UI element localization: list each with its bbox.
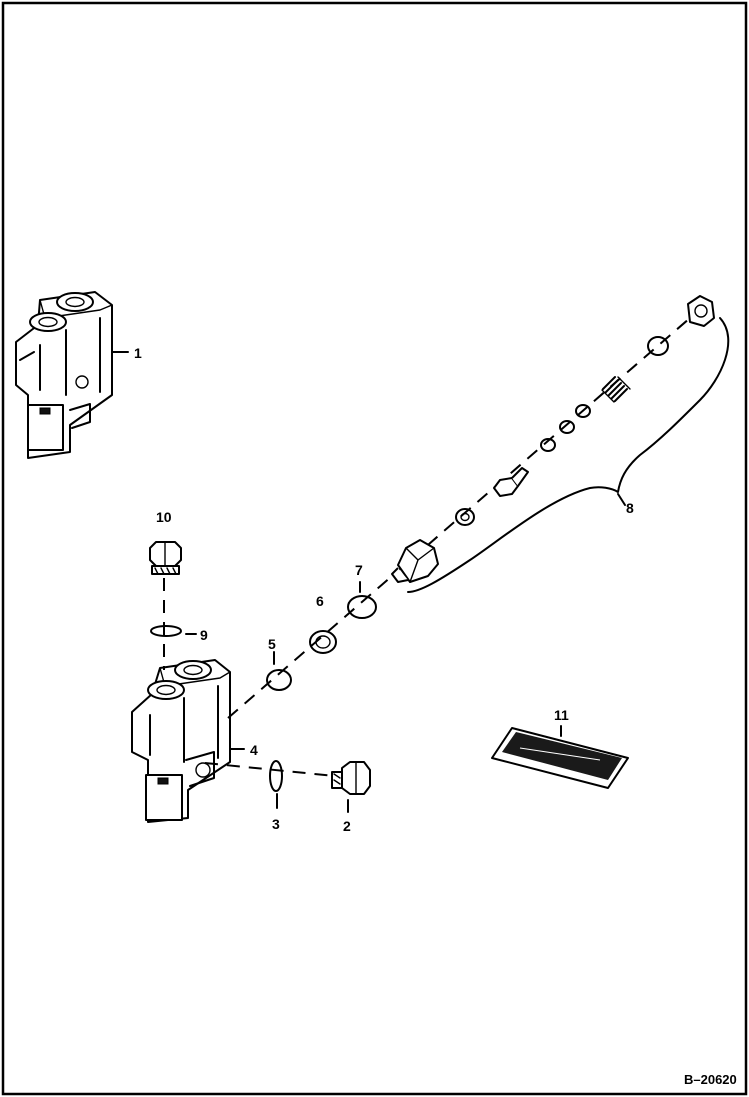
callout-5: 5 bbox=[268, 636, 276, 652]
part-5-o-ring bbox=[266, 669, 292, 691]
callout-11: 11 bbox=[554, 707, 569, 723]
callout-10: 10 bbox=[156, 509, 172, 525]
callout-1: 1 bbox=[134, 345, 142, 361]
callout-8: 8 bbox=[626, 500, 634, 516]
part-10-plug bbox=[149, 541, 182, 575]
callout-6: 6 bbox=[316, 593, 324, 609]
part-9-o-ring bbox=[150, 625, 182, 637]
figure-code: B–20620 bbox=[684, 1072, 737, 1087]
part-6-backup-ring bbox=[309, 630, 337, 654]
part-2-plug bbox=[331, 761, 371, 813]
part-3-o-ring bbox=[269, 760, 283, 792]
part-4-valve-section bbox=[131, 659, 245, 823]
part-1-valve-section bbox=[15, 291, 129, 459]
callout-9: 9 bbox=[200, 627, 208, 643]
callout-4: 4 bbox=[250, 742, 258, 758]
callout-3: 3 bbox=[272, 816, 280, 832]
part-11-decal bbox=[491, 725, 629, 789]
part-7-o-ring bbox=[347, 595, 377, 619]
callout-7: 7 bbox=[355, 562, 363, 578]
callout-2: 2 bbox=[343, 818, 351, 834]
part-8-relief-valve-kit bbox=[391, 295, 730, 593]
